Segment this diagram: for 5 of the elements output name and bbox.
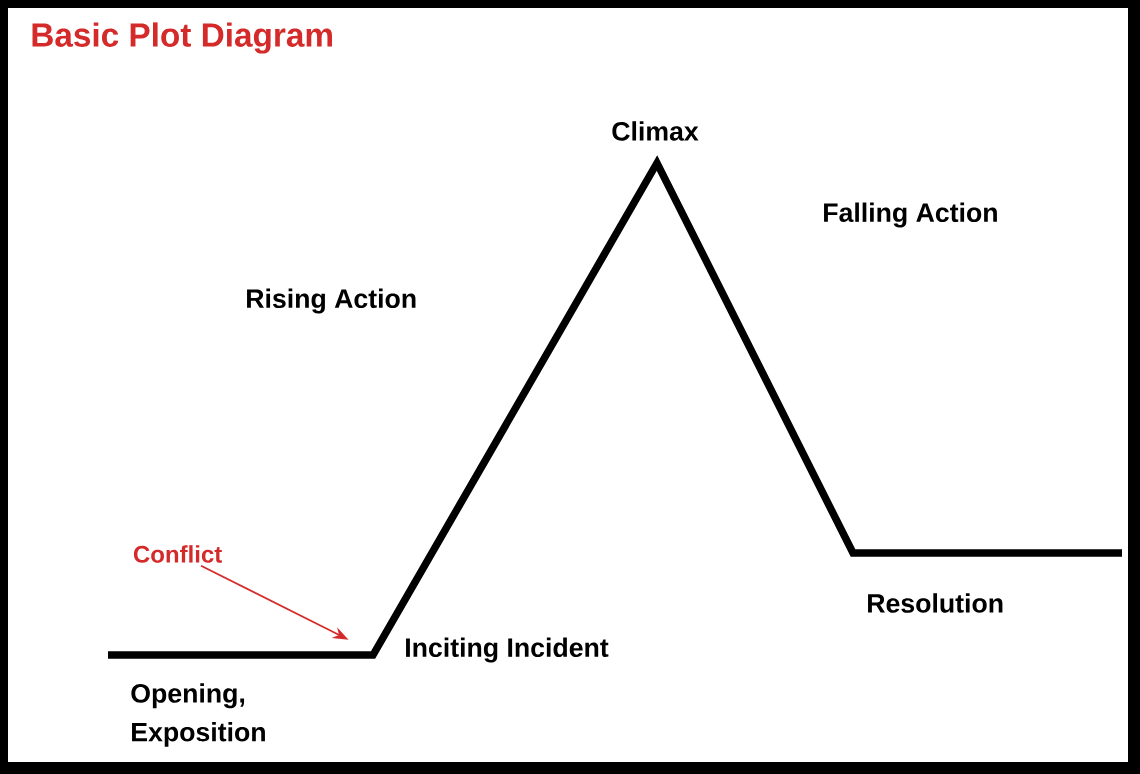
stage-label: Inciting Incident [406,637,609,663]
stage-label: Falling Action [824,202,997,228]
stage-label: Resolution [868,593,1003,613]
title: Basic Plot Diagram [32,22,332,54]
stage-label: Rising Action [247,288,416,314]
